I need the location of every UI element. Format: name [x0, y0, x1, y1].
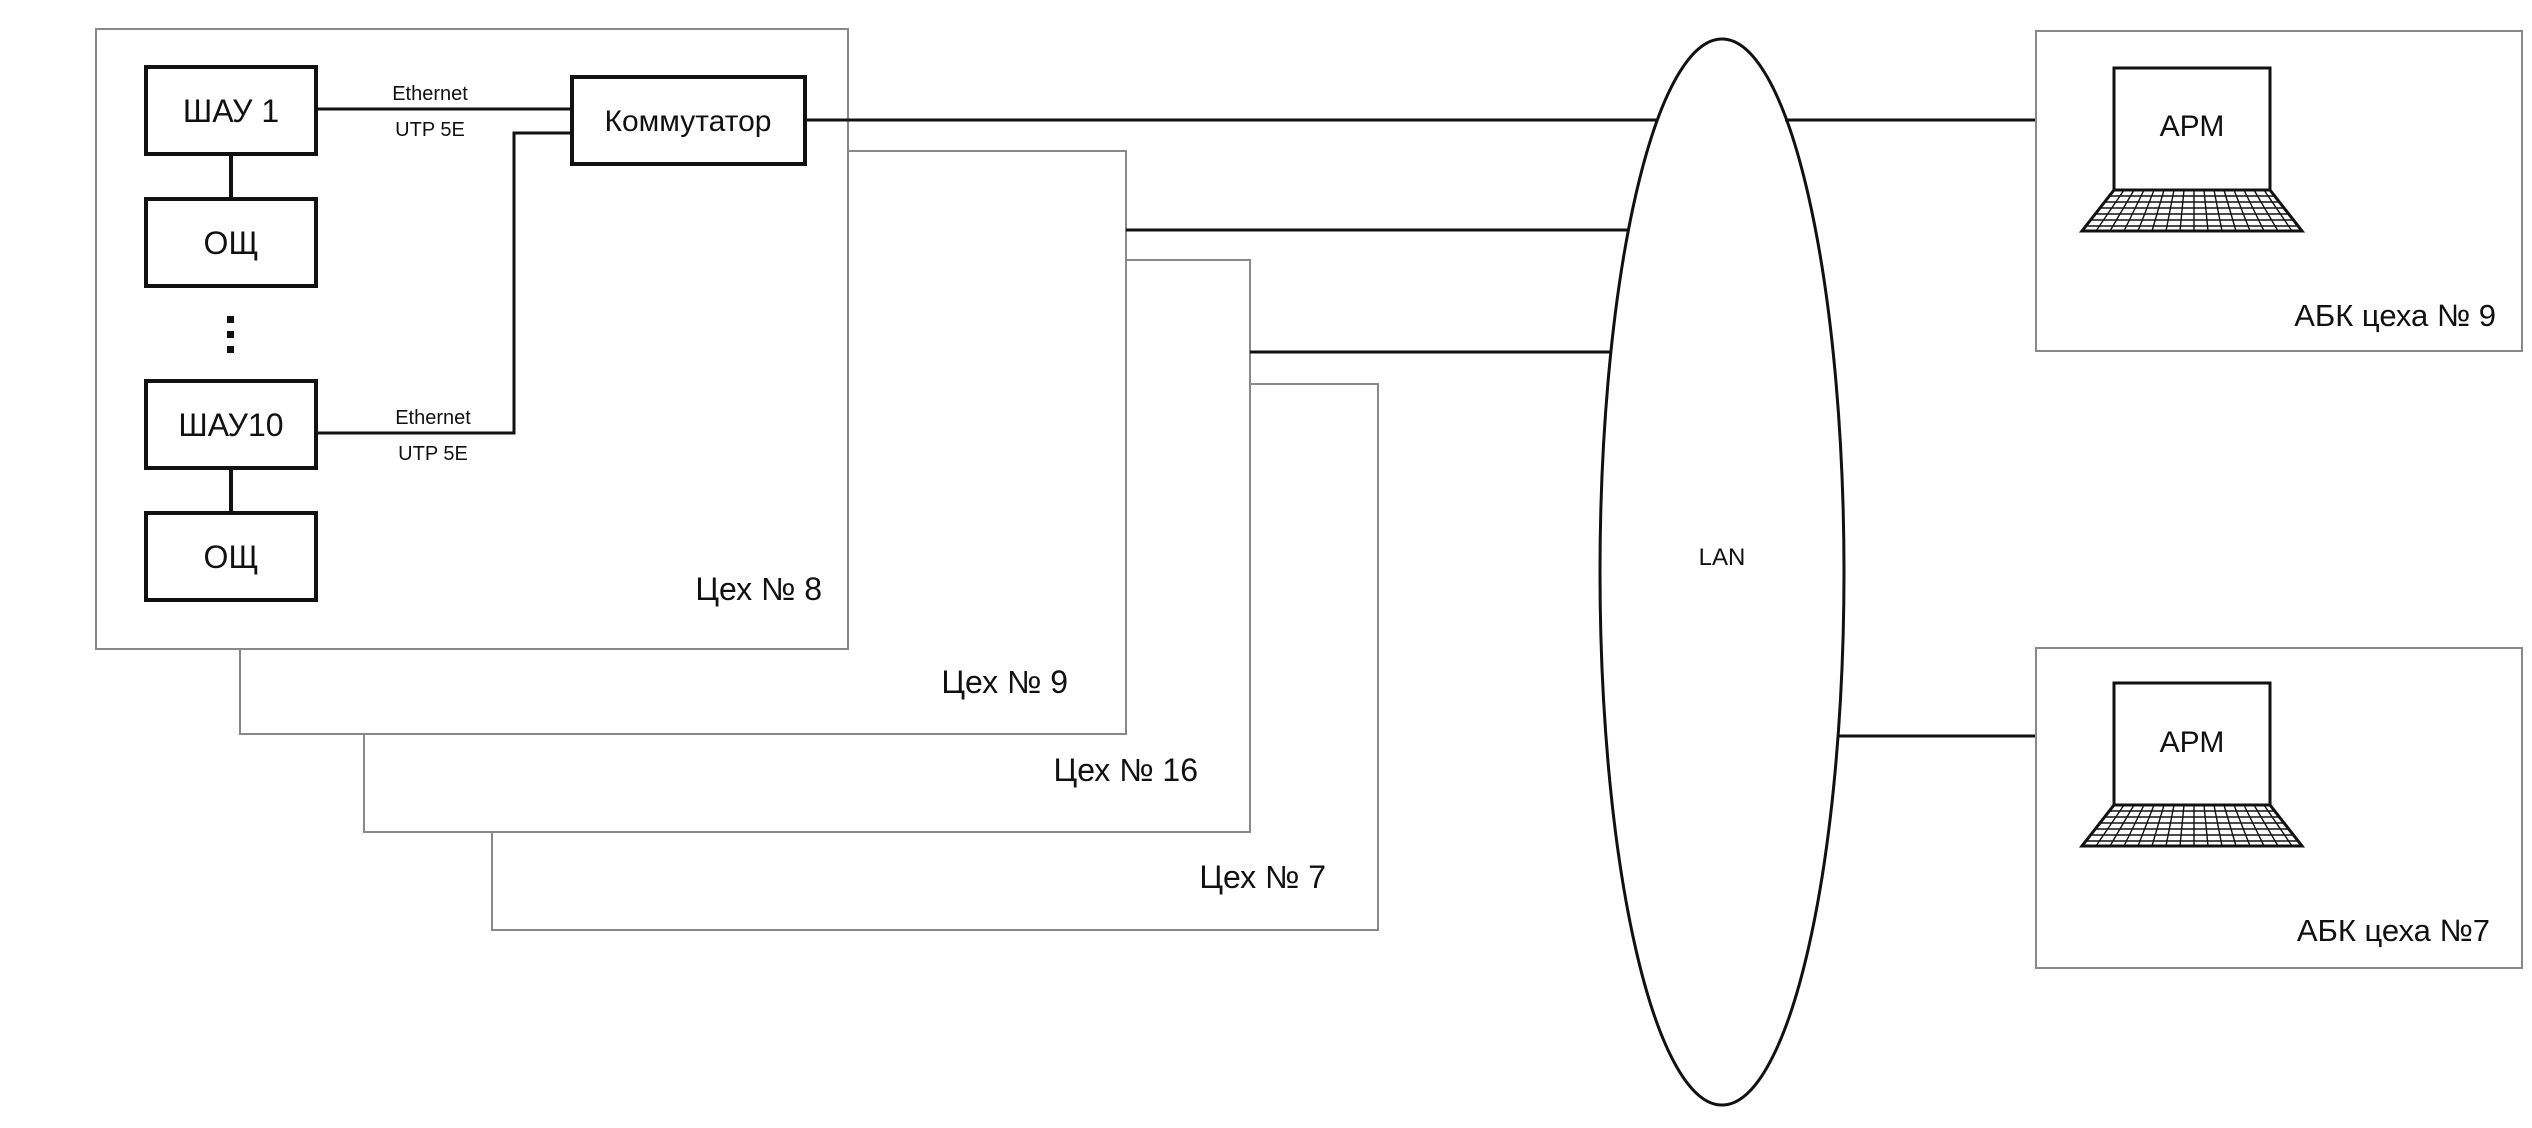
osh-1-label: ОЩ [204, 225, 259, 261]
shau-10-box [144, 379, 318, 470]
osh-1-box [144, 197, 318, 288]
workshop-label-16: Цех № 16 [1054, 752, 1198, 788]
workshop-label-9: Цех № 9 [941, 664, 1068, 700]
switch-box [570, 75, 807, 166]
osh-10-label: ОЩ [204, 539, 259, 575]
shau-10-to-switch-link [316, 131, 572, 435]
vertical-ellipsis-icon [227, 316, 234, 353]
bottom-link-cable: UTP 5E [398, 443, 468, 465]
workshop-label-7: Цех № 7 [1199, 859, 1326, 895]
shau-10-label: ШАУ10 [178, 407, 283, 443]
laptop-icon [2078, 681, 2306, 848]
lan-label: LAN [1699, 544, 1746, 571]
station-7-arm-label: АРМ [2160, 726, 2225, 759]
top-link-type: Ethernet [392, 83, 468, 105]
bottom-link-type: Ethernet [395, 407, 471, 429]
station-7-label: АБК цеха №7 [2297, 913, 2490, 948]
shau-1-label: ШАУ 1 [183, 93, 279, 129]
workshop-label-8: Цех № 8 [695, 571, 822, 607]
station-9-arm-label: АРМ [2160, 110, 2225, 143]
switch-label: Коммутатор [605, 105, 772, 138]
osh-10-box [144, 511, 318, 602]
station-9-label: АБК цеха № 9 [2294, 298, 2496, 333]
lan-ellipse [1598, 37, 1846, 1107]
top-link-cable: UTP 5E [395, 119, 465, 141]
laptop-icon [2078, 66, 2306, 233]
